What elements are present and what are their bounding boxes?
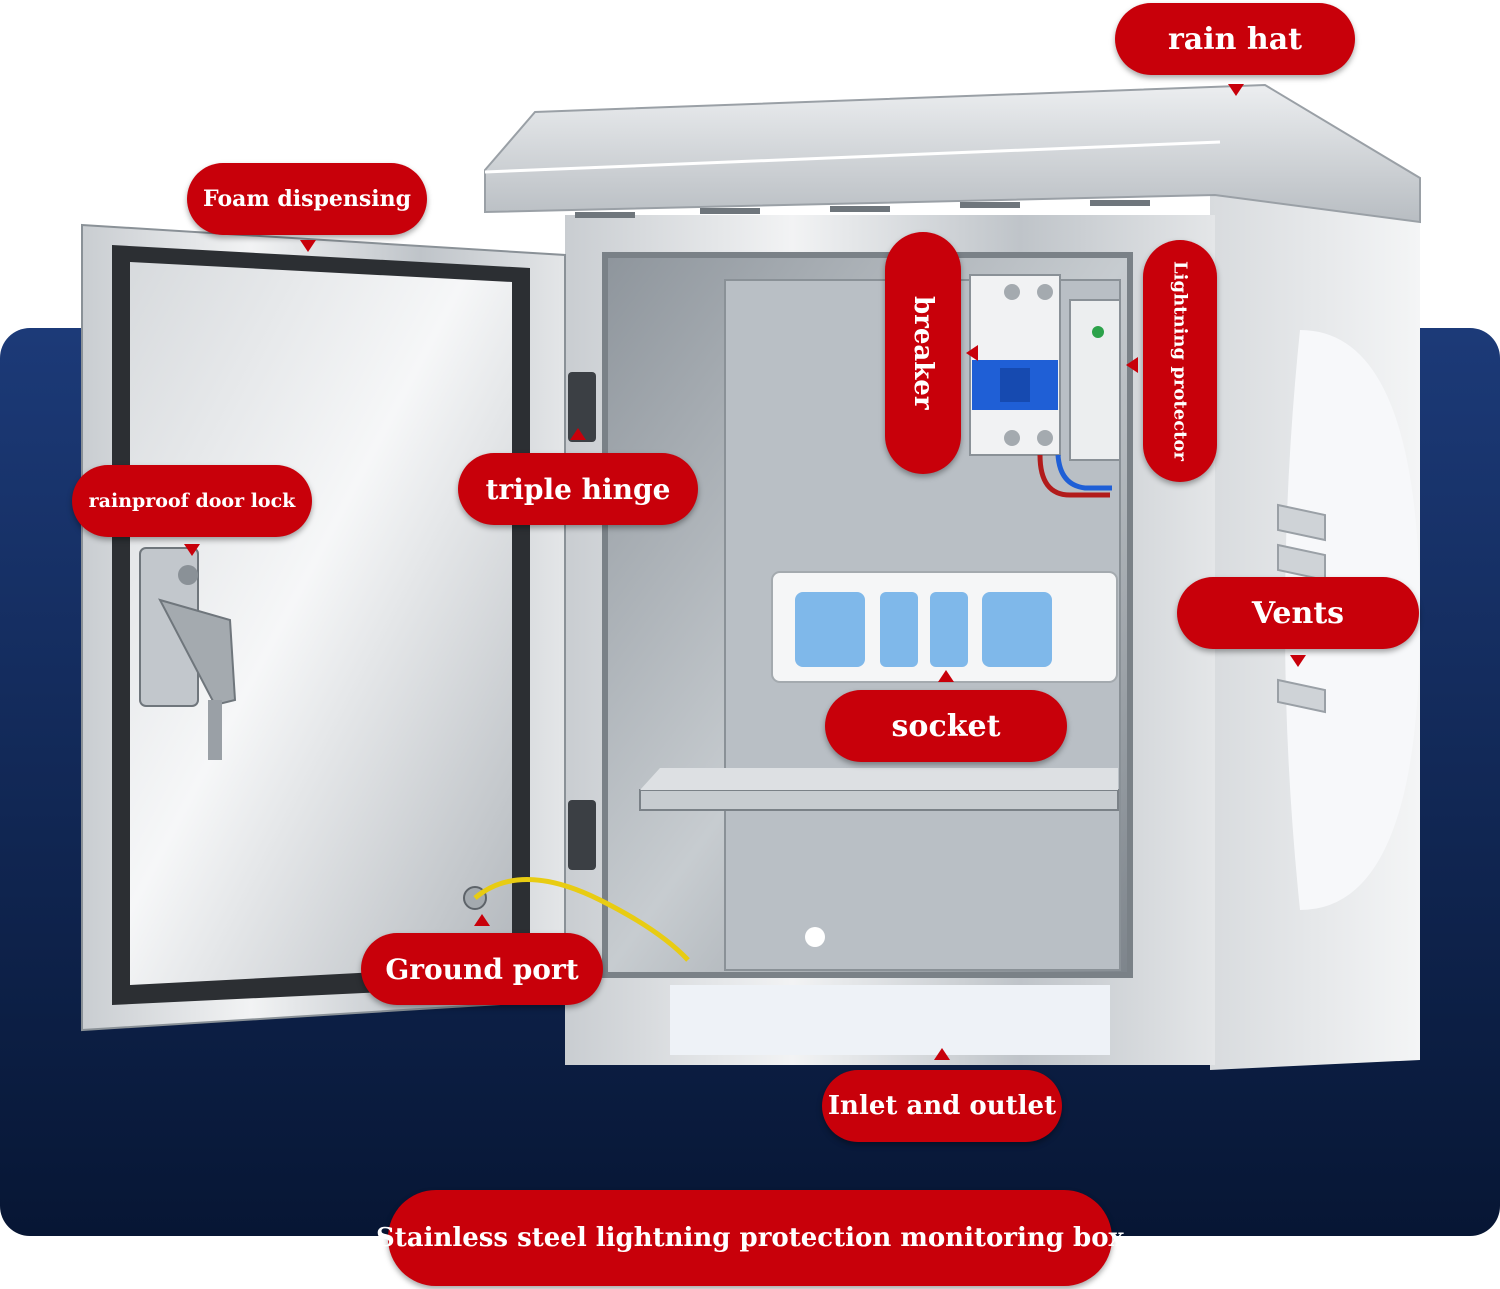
label-foam-dispensing: Foam dispensing <box>187 163 427 235</box>
label-inlet-and-outlet: Inlet and outlet <box>822 1070 1062 1142</box>
pointer-breaker <box>966 345 978 361</box>
inlet-hole <box>805 927 825 947</box>
label-ground-port: Ground port <box>361 933 603 1005</box>
pointer-triple-hinge <box>570 428 586 440</box>
label-rain-hat: rain hat <box>1115 3 1355 75</box>
pointer-socket <box>938 670 954 682</box>
pointer-foam-dispensing <box>300 240 316 252</box>
product-title: Stainless steel lightning protection mon… <box>376 1190 1124 1286</box>
pointer-rain-hat <box>1228 84 1244 96</box>
label-vents: Vents <box>1177 577 1419 649</box>
pointer-ground-port <box>474 914 490 926</box>
label-socket: socket <box>825 690 1067 762</box>
pointer-vents <box>1290 655 1306 667</box>
lightning-protector-module <box>1069 299 1121 461</box>
door-inner-panel <box>130 262 512 985</box>
vent-slats <box>1277 503 1326 714</box>
hinges <box>568 372 596 870</box>
frame-edge <box>602 252 1133 978</box>
label-triple-hinge: triple hinge <box>458 453 698 525</box>
pointer-inlet-and-outlet <box>934 1048 950 1060</box>
pointer-lightning-protector <box>1126 357 1138 373</box>
breaker-module <box>969 274 1061 456</box>
pointer-rainproof-door-lock <box>184 544 200 556</box>
label-rainproof-door-lock: rainproof door lock <box>72 465 312 537</box>
ground-wire <box>473 877 690 962</box>
door-lock <box>139 547 237 760</box>
label-lightning-protector: Lightning protector <box>1143 240 1217 482</box>
bottom-sticker <box>670 985 1110 1055</box>
label-breaker: breaker <box>885 232 961 474</box>
roof-vents <box>575 200 1150 218</box>
power-wires <box>1037 454 1110 498</box>
power-strip <box>771 571 1118 683</box>
shelf <box>639 789 1119 811</box>
